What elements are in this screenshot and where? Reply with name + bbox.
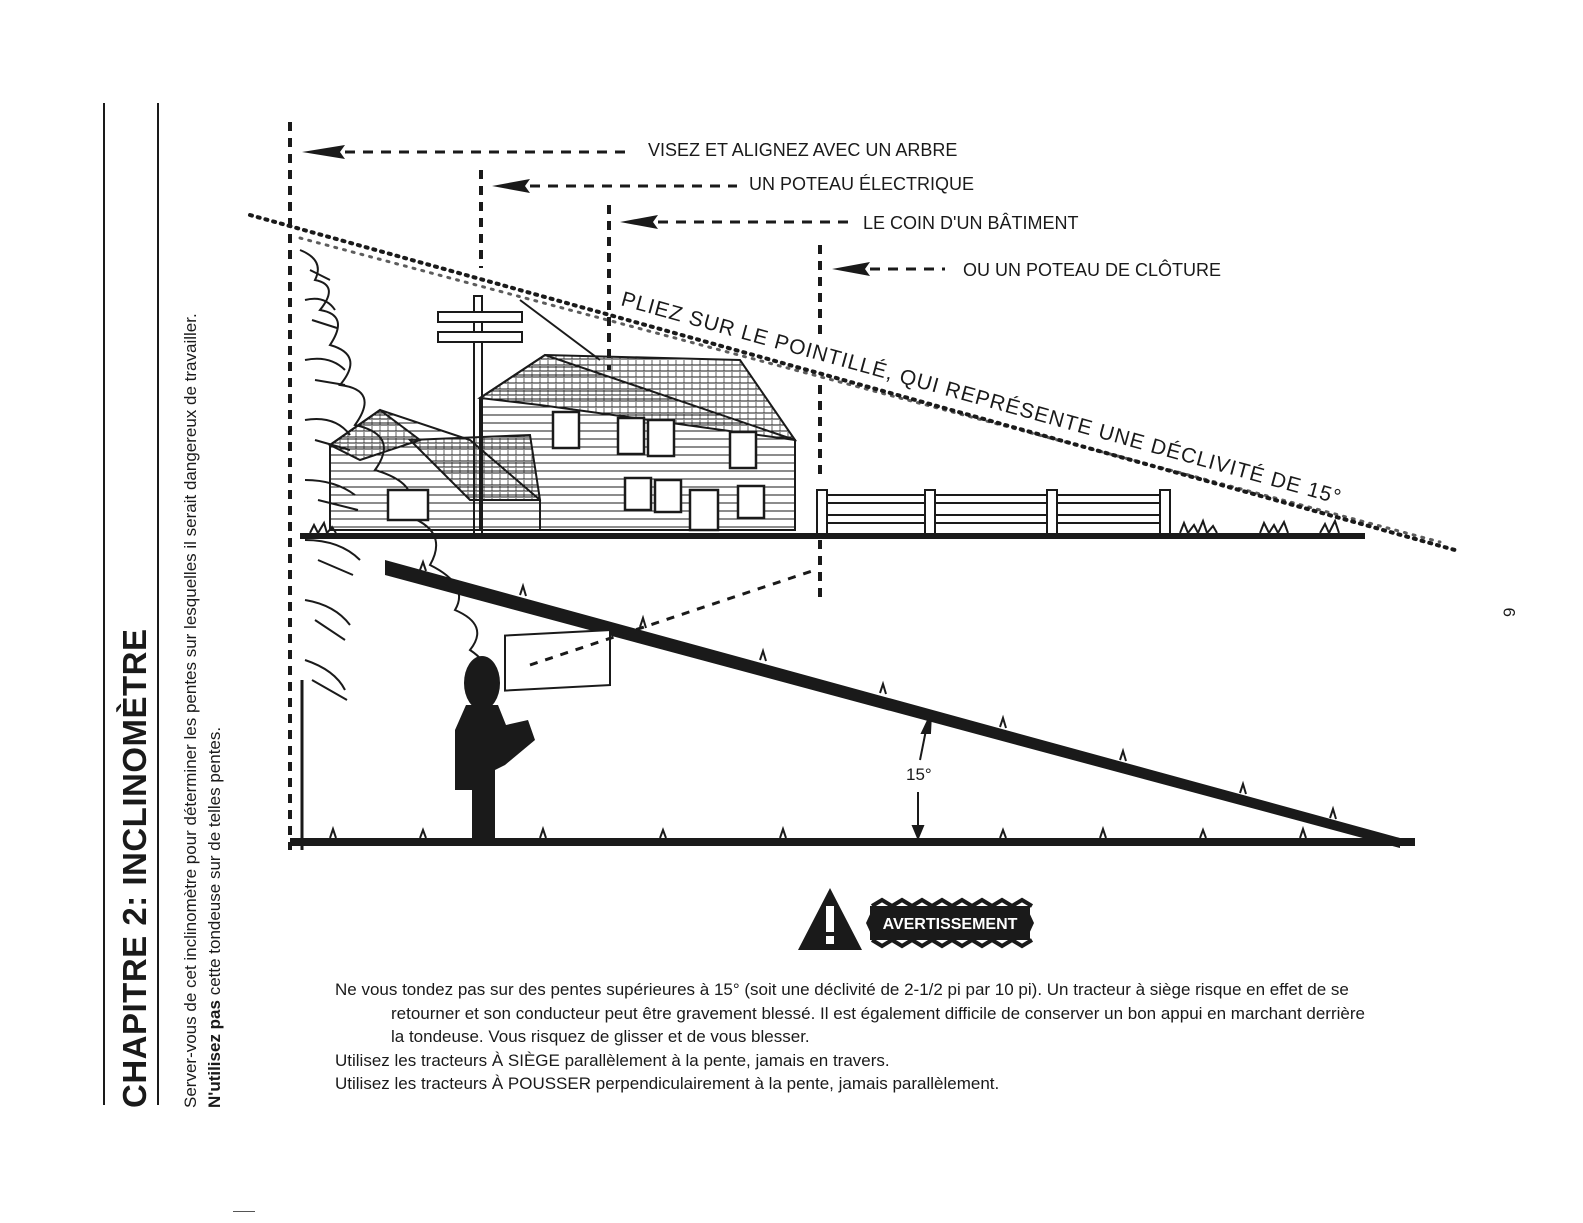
warning-text: Ne vous tondez pas sur des pentes supéri… xyxy=(335,978,1375,1096)
house-icon xyxy=(328,353,798,532)
warning-badge-label: AVERTISSEMENT xyxy=(883,916,1018,933)
fence-icon xyxy=(816,489,1171,536)
warning-badge: AVERTISSEMENT xyxy=(866,897,1034,949)
bottom-edge-mark xyxy=(233,1211,255,1212)
aim-label-building: LE COIN D'UN BÂTIMENT xyxy=(863,213,1078,233)
warning-line-3: Utilisez les tracteurs À POUSSER perpend… xyxy=(335,1074,1000,1093)
inclinometer-card-icon xyxy=(504,628,611,692)
slope-grass xyxy=(385,559,1400,848)
warning-line-1: Ne vous tondez pas sur des pentes supéri… xyxy=(335,980,1365,1046)
margin-rule-right xyxy=(157,103,159,1105)
margin-rule-left xyxy=(103,103,105,1105)
horizon-grass xyxy=(300,518,1365,539)
ground-grass xyxy=(290,825,1415,846)
warning-line-2: Utilisez les tracteurs À SIÈGE parallèle… xyxy=(335,1050,890,1070)
aim-pointers xyxy=(345,150,945,271)
fold-dotted-line xyxy=(248,213,1457,552)
aim-label-fence: OU UN POTEAU DE CLÔTURE xyxy=(963,259,1221,280)
aim-label-tree: VISEZ ET ALIGNEZ AVEC UN ARBRE xyxy=(648,140,957,160)
sight-line xyxy=(529,568,816,667)
aim-label-pole: UN POTEAU ÉLECTRIQUE xyxy=(749,174,974,194)
aim-lines xyxy=(288,122,822,850)
angle-label: 15° xyxy=(906,765,932,784)
angle-arrow xyxy=(911,713,932,841)
warning-triangle-icon xyxy=(798,888,862,950)
arrow-heads xyxy=(302,145,870,276)
person-silhouette-icon xyxy=(455,656,535,838)
